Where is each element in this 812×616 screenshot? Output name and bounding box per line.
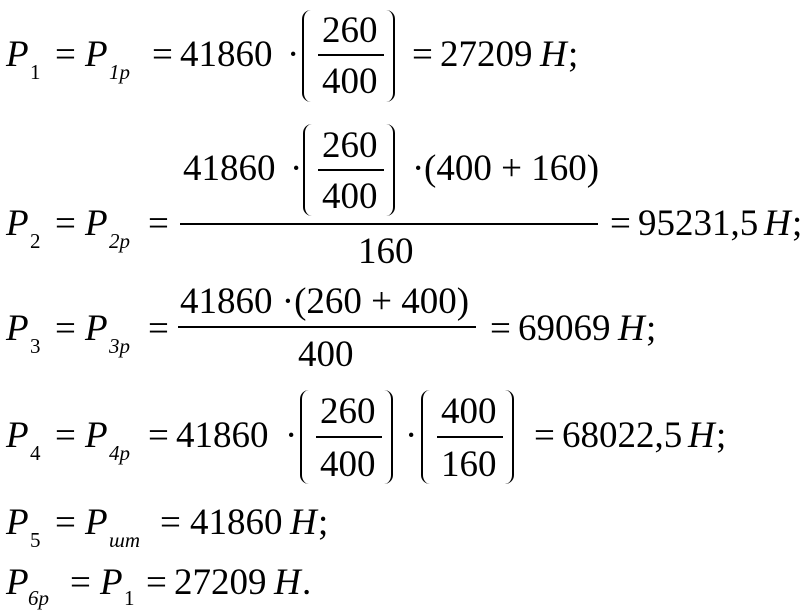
subscript: 6р (28, 586, 49, 610)
equals-sign: = (55, 203, 76, 244)
main-fraction-bar (180, 223, 598, 225)
symbol-p: P (6, 308, 29, 349)
symbol-p: P (85, 502, 108, 543)
parenthesized-sum: (400 + 160) (424, 148, 600, 189)
result-value: 41860 (190, 502, 283, 543)
multiply-dot: · (412, 148, 425, 189)
subscript: 1 (124, 586, 135, 610)
equals-sign: = (55, 34, 76, 75)
result-value: 69069 (518, 308, 611, 349)
fraction-denominator: 160 (441, 444, 497, 485)
fraction-bar (318, 54, 384, 56)
unit: Н (540, 34, 567, 75)
fraction-bar (318, 169, 384, 171)
right-parenthesis (505, 390, 514, 484)
terminator: ; (716, 415, 727, 456)
equals-sign: = (152, 34, 173, 75)
symbol-p: P (85, 308, 108, 349)
subscript: 2р (109, 229, 130, 253)
symbol-p: P (6, 415, 29, 456)
main-denominator: 160 (358, 231, 414, 272)
right-parenthesis (386, 10, 395, 102)
subscript: 4р (109, 441, 130, 465)
equals-sign: = (610, 203, 631, 244)
fraction-numerator: 260 (320, 391, 376, 432)
fraction-denominator: 400 (322, 61, 378, 102)
symbol-p: P (6, 562, 29, 603)
fraction-denominator: 400 (298, 334, 354, 375)
subscript: 2 (30, 229, 41, 253)
unit: Н (274, 562, 301, 603)
fraction-bar (178, 326, 476, 328)
multiply-dot: · (290, 148, 303, 189)
terminator: ; (792, 203, 803, 244)
result-value: 95231,5 (638, 203, 759, 244)
subscript: 5 (30, 528, 41, 552)
fraction-denominator: 400 (322, 176, 378, 217)
result-value: 27209 (174, 562, 267, 603)
coefficient: 41860 (176, 415, 269, 456)
multiply-dot: · (405, 415, 418, 456)
symbol-p: P (85, 34, 108, 75)
equals-sign: = (534, 415, 555, 456)
multiply-dot: · (285, 415, 298, 456)
fraction-numerator: 260 (322, 10, 378, 51)
right-parenthesis (384, 390, 393, 484)
equals-sign: = (148, 415, 169, 456)
terminator: ; (318, 502, 329, 543)
terminator: . (302, 562, 312, 603)
symbol-p: P (6, 34, 29, 75)
symbol-p: P (85, 415, 108, 456)
fraction-bar (316, 436, 382, 438)
symbol-p: P (85, 203, 108, 244)
multiply-dot: · (287, 34, 300, 75)
subscript: 1р (109, 60, 130, 84)
unit: Н (764, 203, 791, 244)
equals-sign: = (55, 415, 76, 456)
equals-sign: = (55, 502, 76, 543)
subscript: 3р (109, 334, 130, 358)
equals-sign: = (412, 34, 433, 75)
equals-sign: = (160, 502, 181, 543)
equals-sign: = (148, 308, 169, 349)
equals-sign: = (148, 203, 169, 244)
terminator: ; (646, 308, 657, 349)
coefficient: 41860 (180, 34, 273, 75)
result-value: 27209 (440, 34, 533, 75)
terminator: ; (568, 34, 579, 75)
fraction-numerator: 260 (322, 125, 378, 166)
fraction-numerator: 400 (441, 391, 497, 432)
right-parenthesis (386, 124, 395, 216)
fraction-numerator: 41860 ·(260 + 400) (180, 281, 470, 322)
symbol-p: P (100, 562, 123, 603)
equals-sign: = (490, 308, 511, 349)
fraction-denominator: 400 (320, 444, 376, 485)
fraction-bar (437, 436, 503, 438)
coefficient: 41860 (183, 148, 276, 189)
unit: Н (618, 308, 645, 349)
left-parenthesis (300, 390, 309, 484)
left-parenthesis (302, 10, 311, 102)
subscript: 1 (30, 60, 41, 84)
equals-sign: = (70, 562, 91, 603)
symbol-p: P (6, 502, 29, 543)
result-value: 68022,5 (562, 415, 683, 456)
left-parenthesis (303, 124, 312, 216)
unit: Н (290, 502, 317, 543)
equals-sign: = (55, 308, 76, 349)
symbol-p: P (6, 203, 29, 244)
unit: Н (688, 415, 715, 456)
subscript: 3 (30, 334, 41, 358)
equals-sign: = (146, 562, 167, 603)
subscript: 4 (30, 441, 41, 465)
subscript: шт (109, 528, 141, 552)
left-parenthesis (421, 390, 430, 484)
